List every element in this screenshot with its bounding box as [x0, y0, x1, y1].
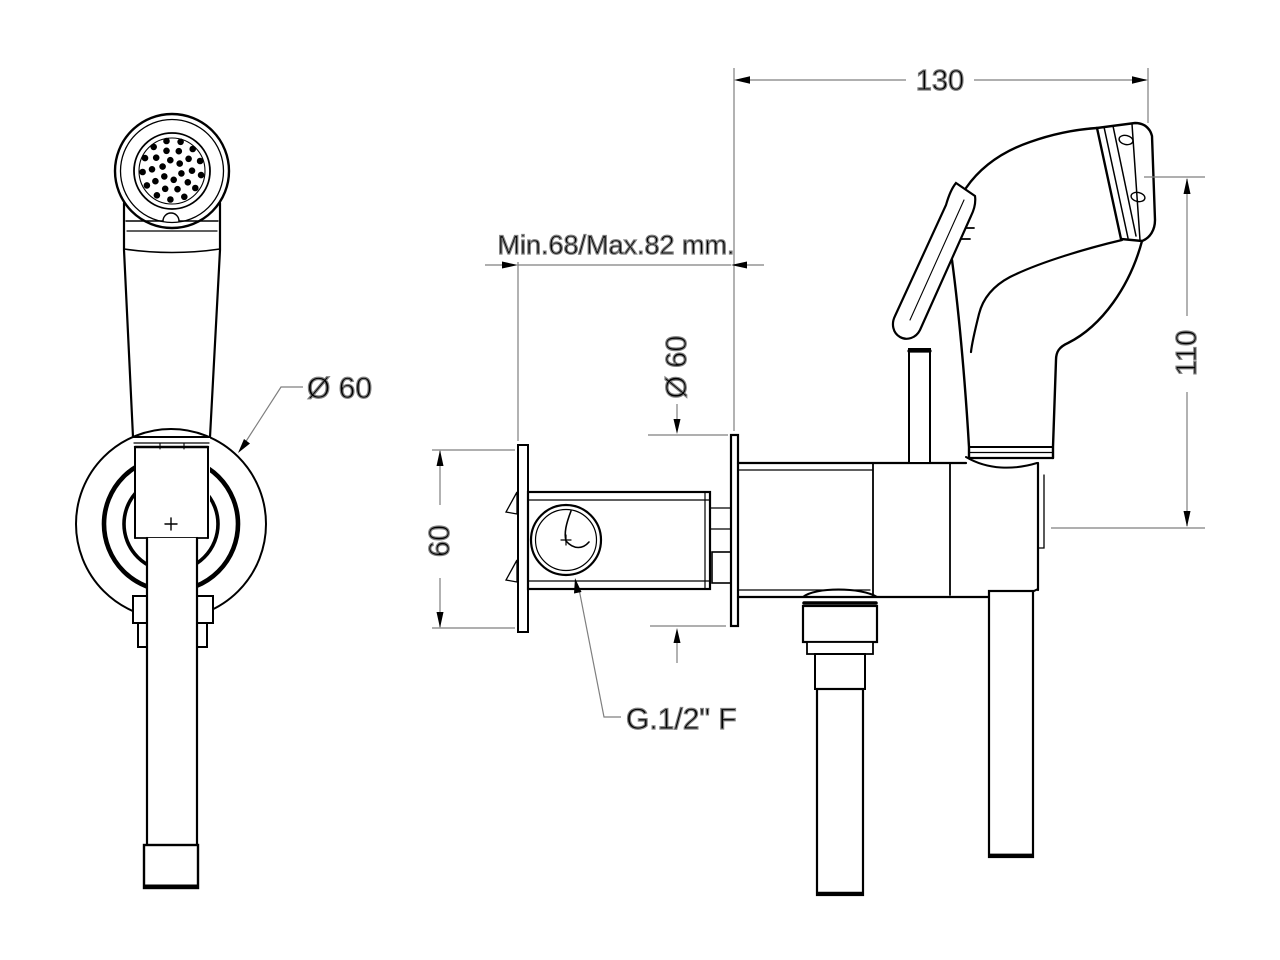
- dim-60-label: 60: [424, 525, 456, 557]
- spray-hole: [141, 154, 149, 162]
- spray-hole: [176, 160, 183, 167]
- outlet-pipe: [711, 551, 732, 584]
- spray-hole: [177, 138, 184, 146]
- escutcheon-diameter-label: Ø 60: [307, 372, 372, 405]
- dim-plate-height: 60: [423, 449, 515, 629]
- valve-body-section: [526, 490, 712, 591]
- spray-hole: [197, 171, 205, 179]
- spray-hole: [143, 182, 151, 189]
- connection-label: G.1/2" F: [626, 703, 737, 736]
- center-mark-front: [164, 517, 178, 531]
- trigger-rod: [907, 348, 932, 464]
- back-plate: [517, 444, 529, 633]
- front-view: [75, 112, 267, 890]
- spray-hole: [159, 163, 166, 170]
- dim-110-label: 110: [1171, 330, 1203, 376]
- trigger-lever: [891, 181, 977, 340]
- label-escutcheon-diameter: Ø 60: [238, 371, 373, 453]
- spray-cap-side: [1095, 121, 1157, 243]
- dim-depth-label: Min.68/Max.82 mm.: [497, 230, 734, 260]
- spray-hole: [163, 147, 170, 155]
- spray-hole: [152, 177, 159, 185]
- spray-hole: [181, 193, 188, 201]
- dim-head-height: 110: [1051, 176, 1205, 529]
- spray-hole: [189, 145, 196, 153]
- spring-clips: [504, 491, 518, 583]
- handle-tube-side: [987, 589, 1035, 859]
- spray-hole: [139, 168, 146, 176]
- spray-hole: [161, 173, 168, 180]
- side-view: [729, 121, 1157, 897]
- spray-hole: [163, 137, 170, 145]
- spray-hole: [170, 176, 177, 184]
- spray-hole: [192, 184, 199, 192]
- spray-hole: [167, 156, 174, 164]
- wall-flange-side: [729, 433, 740, 628]
- spray-hole: [184, 179, 192, 186]
- spray-hole: [178, 170, 185, 177]
- spray-hole: [196, 157, 204, 165]
- dimensions: 130 Min.68/Max.82 mm. Ø 60 60: [238, 64, 1205, 737]
- dim-top-width: 130: [733, 64, 1149, 431]
- hose-connection: [801, 588, 879, 897]
- spray-hole: [188, 167, 196, 174]
- spray-hole: [150, 143, 157, 151]
- sprayer-side: [891, 121, 1157, 460]
- spray-hole: [185, 155, 192, 163]
- spray-hole: [174, 185, 181, 193]
- shoulder-curve: [969, 238, 1124, 354]
- outlet-connectors: [709, 507, 732, 530]
- spray-hole: [175, 147, 183, 155]
- dim-flange-label: Ø 60: [661, 336, 693, 399]
- hand-shower-body-front: [122, 201, 222, 439]
- inlet-port: [529, 503, 603, 577]
- dim-install-depth: Min.68/Max.82 mm.: [485, 229, 764, 441]
- neck-top-edge: [964, 126, 1099, 190]
- valve-body-side: [736, 456, 1045, 599]
- spray-hole: [152, 154, 160, 161]
- shower-body-column: [132, 436, 211, 539]
- in-wall-valve-section: [504, 444, 732, 633]
- spray-hole: [167, 196, 174, 203]
- spray-hole: [161, 185, 169, 193]
- spray-hole: [153, 192, 161, 199]
- dim-flange-diameter: Ø 60: [648, 335, 728, 663]
- spray-head-face: [113, 112, 231, 230]
- label-connection: G.1/2" F: [574, 578, 737, 737]
- spray-holes: [139, 137, 205, 203]
- spray-hole: [148, 166, 156, 173]
- dim-130-label: 130: [916, 65, 964, 97]
- shower-handle-front: [142, 536, 200, 890]
